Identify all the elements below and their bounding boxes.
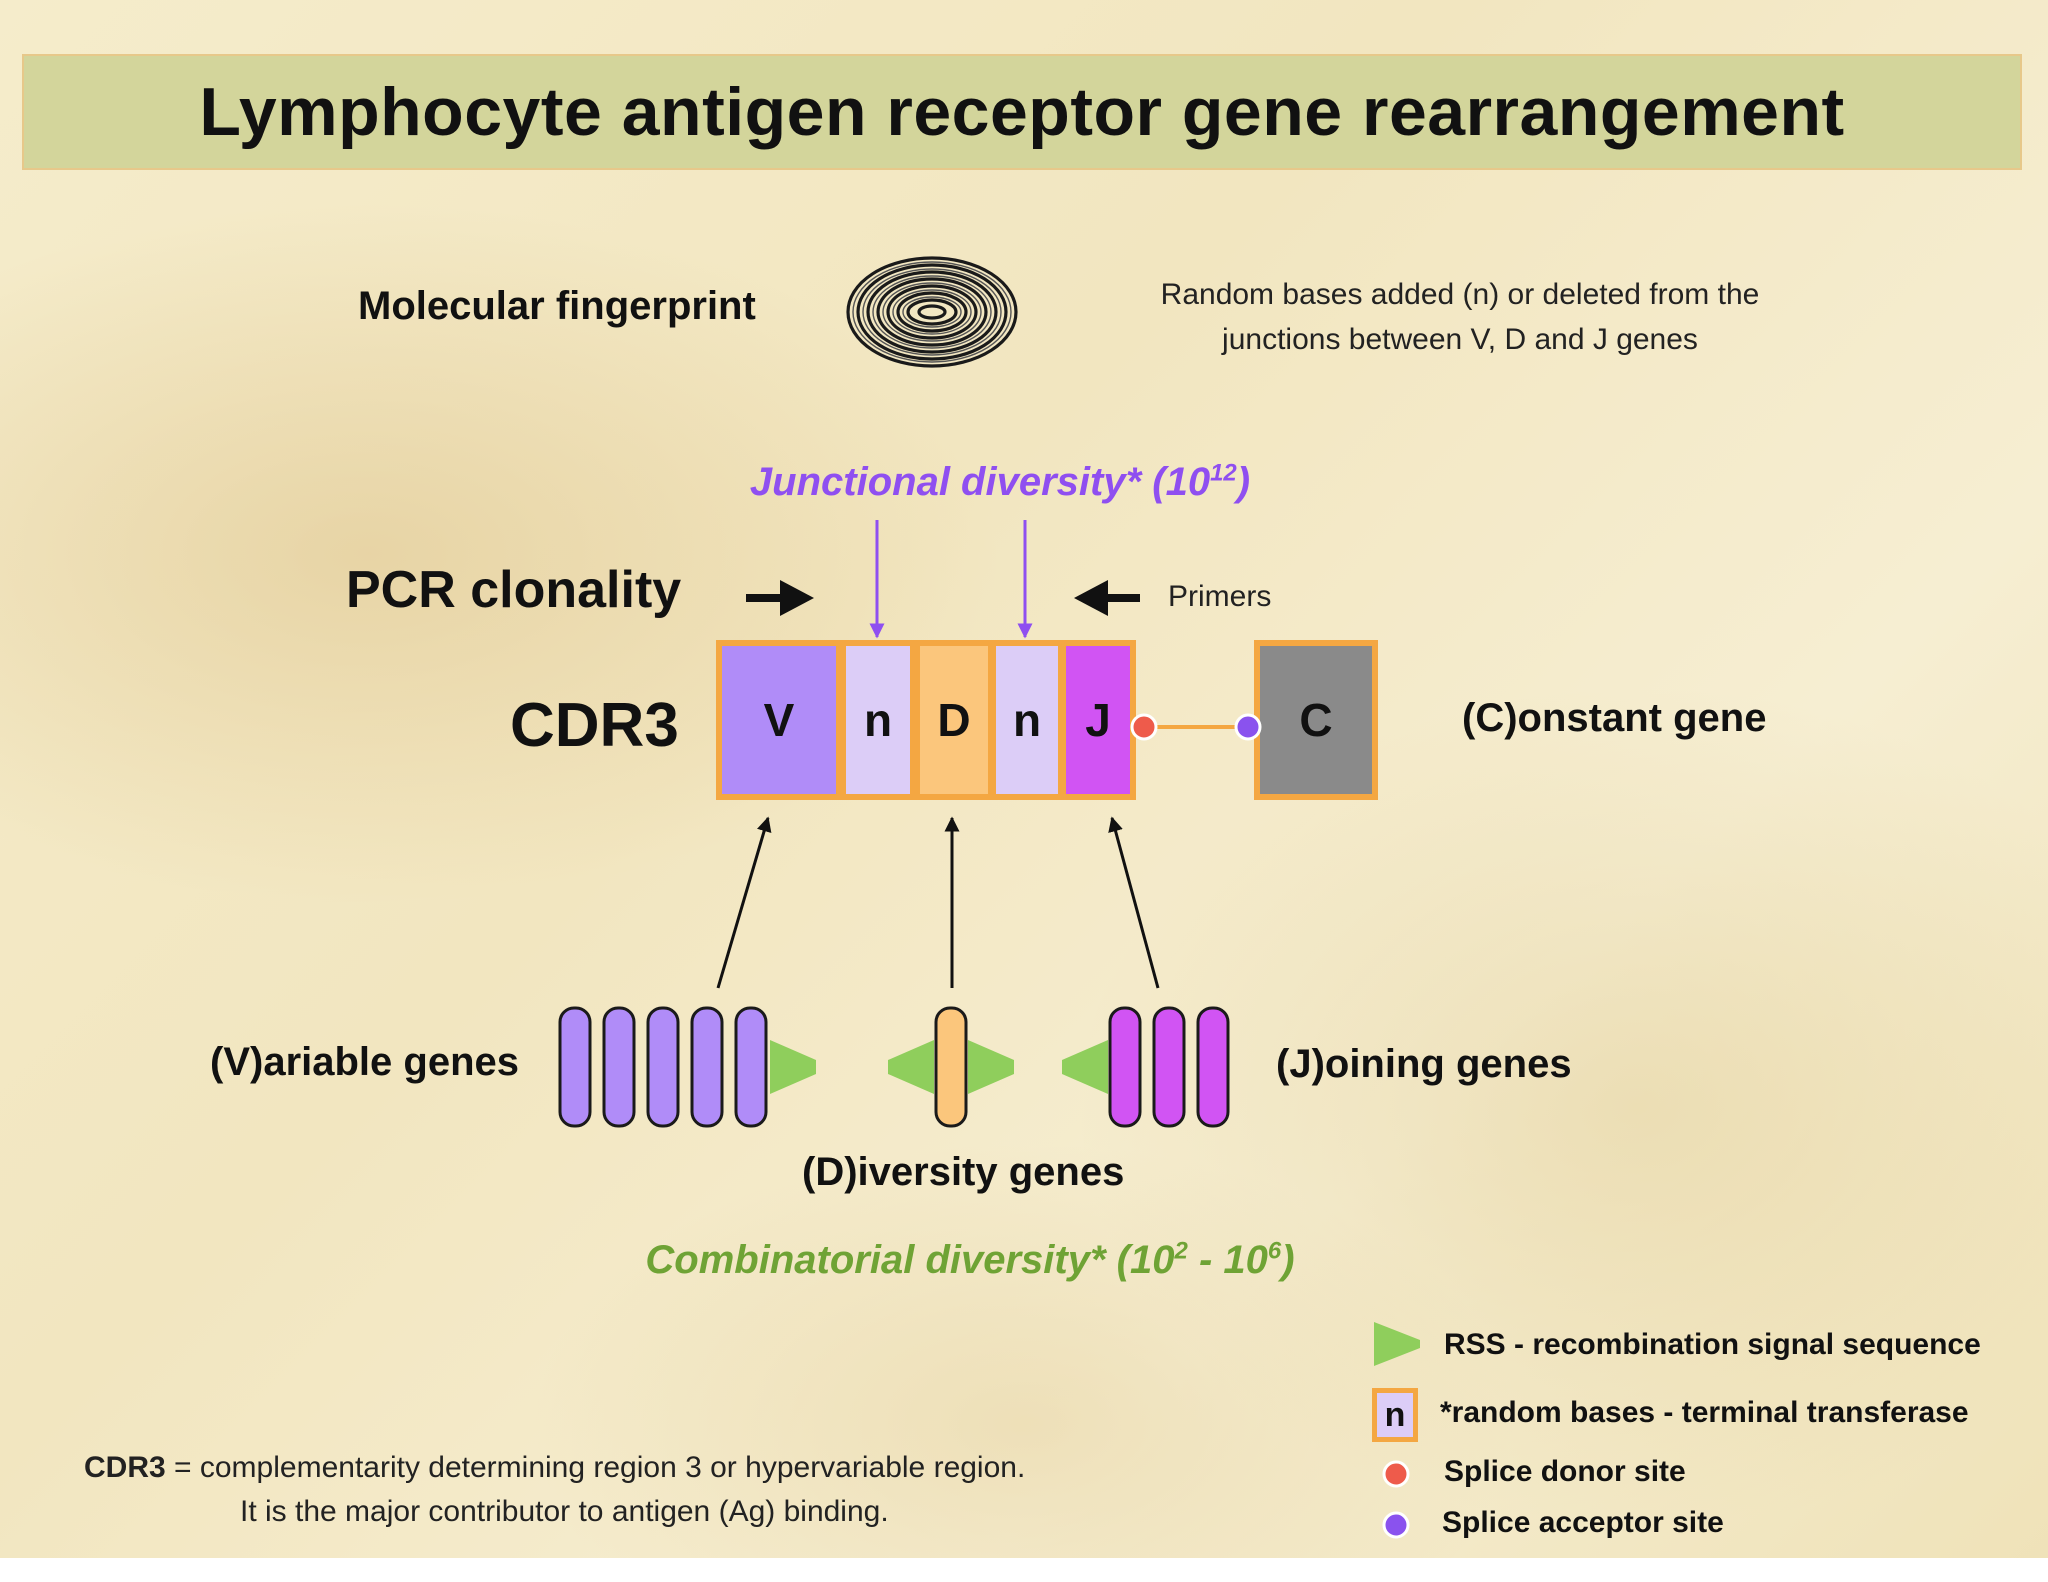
fingerprint-note-line2: junctions between V, D and J genes	[1222, 323, 1698, 356]
bottom-strip	[0, 1558, 2048, 1582]
v-gene-3	[646, 1006, 680, 1128]
footnote-line2: It is the major contributor to antigen (…	[240, 1495, 889, 1528]
junctional-exponent: 12	[1210, 459, 1237, 487]
combinatorial-exp2: 6	[1267, 1237, 1282, 1265]
junctional-prefix: Junctional diversity* (10	[749, 460, 1211, 504]
segment-j: J	[1066, 646, 1130, 794]
combinatorial-prefix: Combinatorial diversity* (10	[645, 1238, 1175, 1282]
segment-n2: n	[996, 646, 1058, 794]
j-gene-3	[1196, 1006, 1230, 1128]
fingerprint-note-line1: Random bases added (n) or deleted from t…	[1160, 278, 1760, 311]
combinatorial-suffix: )	[1281, 1238, 1295, 1282]
primer-arrow-forward	[746, 580, 814, 616]
fingerprint-label: Molecular fingerprint	[358, 284, 756, 328]
combinatorial-diversity-label: Combinatorial diversity* (102 - 106)	[540, 1238, 1400, 1283]
primers-label: Primers	[1168, 580, 1272, 613]
legend-n-symbol: n	[1372, 1388, 1418, 1442]
splice-acceptor-dot	[1234, 713, 1262, 741]
legend-acceptor-label: Splice acceptor site	[1442, 1506, 1724, 1539]
v-gene-5	[734, 1006, 768, 1128]
fingerprint-note: Random bases added (n) or deleted from t…	[1040, 272, 1880, 362]
d-gene	[934, 1006, 968, 1128]
joining-genes-label: (J)oining genes	[1276, 1042, 1572, 1086]
junctional-suffix: )	[1236, 460, 1251, 504]
legend-random-bases-label: *random bases - terminal transferase	[1440, 1396, 1969, 1429]
fingerprint-icon	[846, 256, 1018, 368]
j-gene-1	[1108, 1006, 1142, 1128]
combinatorial-middle: - 10	[1187, 1238, 1268, 1282]
segment-n1: n	[846, 646, 910, 794]
rss-d-left-icon	[888, 1040, 934, 1094]
v-gene-1	[558, 1006, 592, 1128]
v-gene-2	[602, 1006, 636, 1128]
primer-arrow-reverse	[1074, 580, 1140, 616]
v-selection-arrow	[716, 816, 772, 989]
legend-donor-label: Splice donor site	[1444, 1455, 1686, 1488]
legend-rss-icon	[1374, 1322, 1420, 1366]
j-selection-arrow	[1108, 816, 1160, 989]
variable-genes-label: (V)ariable genes	[210, 1040, 520, 1084]
footnote-term: CDR3	[84, 1451, 166, 1484]
footnote-line1: CDR3 = complementarity determining regio…	[84, 1446, 1144, 1490]
page-title: Lymphocyte antigen receptor gene rearran…	[199, 74, 1845, 150]
legend-acceptor-icon	[1382, 1511, 1410, 1539]
segment-v: V	[722, 646, 836, 794]
title-banner: Lymphocyte antigen receptor gene rearran…	[22, 54, 2022, 170]
footnote-definition: = complementarity determining region 3 o…	[165, 1451, 1026, 1484]
legend-donor-icon	[1382, 1460, 1410, 1488]
rss-j-icon	[1062, 1040, 1108, 1094]
rss-d-right-icon	[968, 1040, 1014, 1094]
diversity-genes-label: (D)iversity genes	[802, 1150, 1125, 1194]
constant-gene-label: (C)onstant gene	[1462, 696, 1767, 740]
j-gene-2	[1152, 1006, 1186, 1128]
combinatorial-exp1: 2	[1174, 1237, 1188, 1265]
pcr-clonality-label: PCR clonality	[346, 561, 682, 619]
v-gene-4	[690, 1006, 724, 1128]
cdr3-footnote: CDR3 = complementarity determining regio…	[84, 1446, 1144, 1534]
segment-d: D	[920, 646, 988, 794]
rss-v-icon	[770, 1040, 816, 1094]
splice-donor-dot	[1130, 713, 1158, 741]
cdr3-label: CDR3	[510, 691, 679, 760]
legend-rss-label: RSS - recombination signal sequence	[1444, 1328, 1981, 1361]
junctional-diversity-label: Junctional diversity* (1012)	[650, 460, 1350, 505]
